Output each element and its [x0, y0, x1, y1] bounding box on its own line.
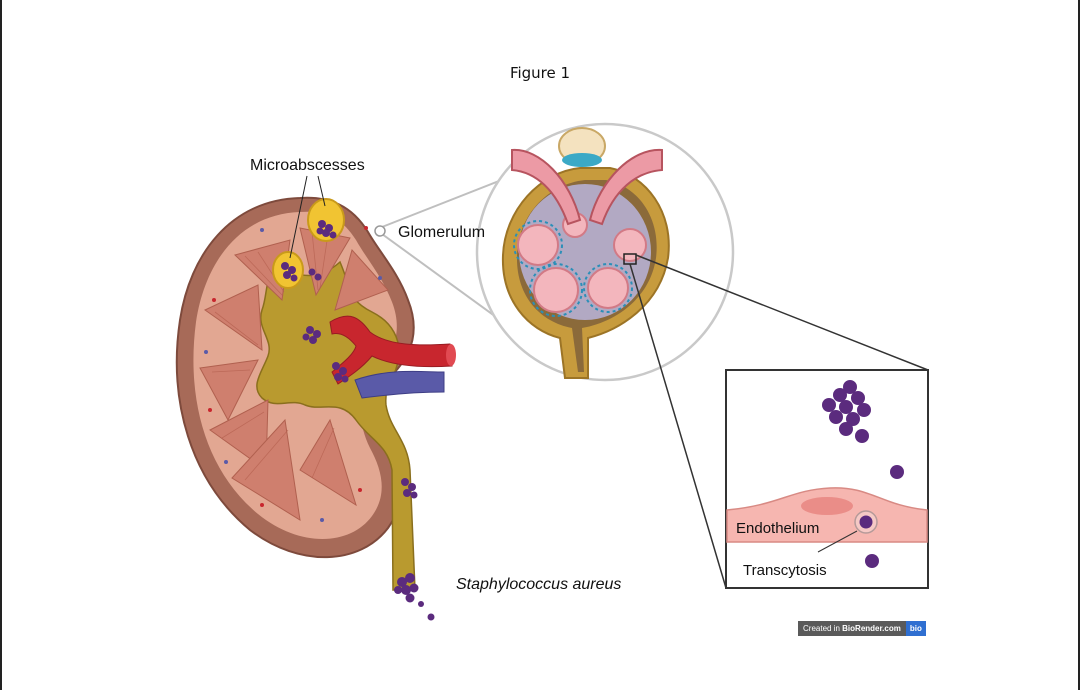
credit-prefix: Created in	[803, 624, 840, 633]
biorender-logo: bio	[905, 621, 926, 636]
microabscesses-label: Microabscesses	[250, 157, 365, 174]
renal-artery	[329, 315, 453, 385]
inset-zoom-line-bottom	[629, 263, 727, 589]
renal-vein	[354, 370, 445, 399]
transcytosis-label: Transcytosis	[743, 562, 827, 579]
biorender-credit: Created in BioRender.com bio	[798, 621, 926, 636]
right-frame-line	[1078, 0, 1080, 690]
endothelium-label: Endothelium	[736, 520, 820, 537]
cortex-vessel-dots	[204, 226, 382, 522]
microabscess-side	[272, 251, 304, 289]
microabscess-pointer-2	[317, 175, 326, 207]
microabscess-top	[307, 198, 345, 242]
glomerulum-label: Glomerulum	[398, 224, 486, 241]
endothelium-inset	[725, 369, 929, 589]
left-frame-line	[0, 0, 2, 690]
inset-zoom-line-top	[635, 254, 929, 371]
glomerulus-illustration	[475, 122, 735, 382]
microabscess-pointer-1	[289, 175, 308, 259]
credit-text: Created in BioRender.com	[798, 621, 906, 636]
credit-brand: BioRender.com	[842, 624, 901, 633]
figure-title: Figure 1	[509, 64, 571, 82]
glomerulum-marker	[374, 225, 386, 237]
bacterium-label: Staphylococcus aureus	[456, 576, 622, 593]
renal-pyramids	[199, 227, 389, 521]
kidney-illustration	[175, 175, 456, 591]
bacteria-cluster-icon	[394, 573, 435, 621]
artery-lumen	[446, 344, 456, 366]
bacteria-clusters-kidney	[302, 268, 418, 499]
